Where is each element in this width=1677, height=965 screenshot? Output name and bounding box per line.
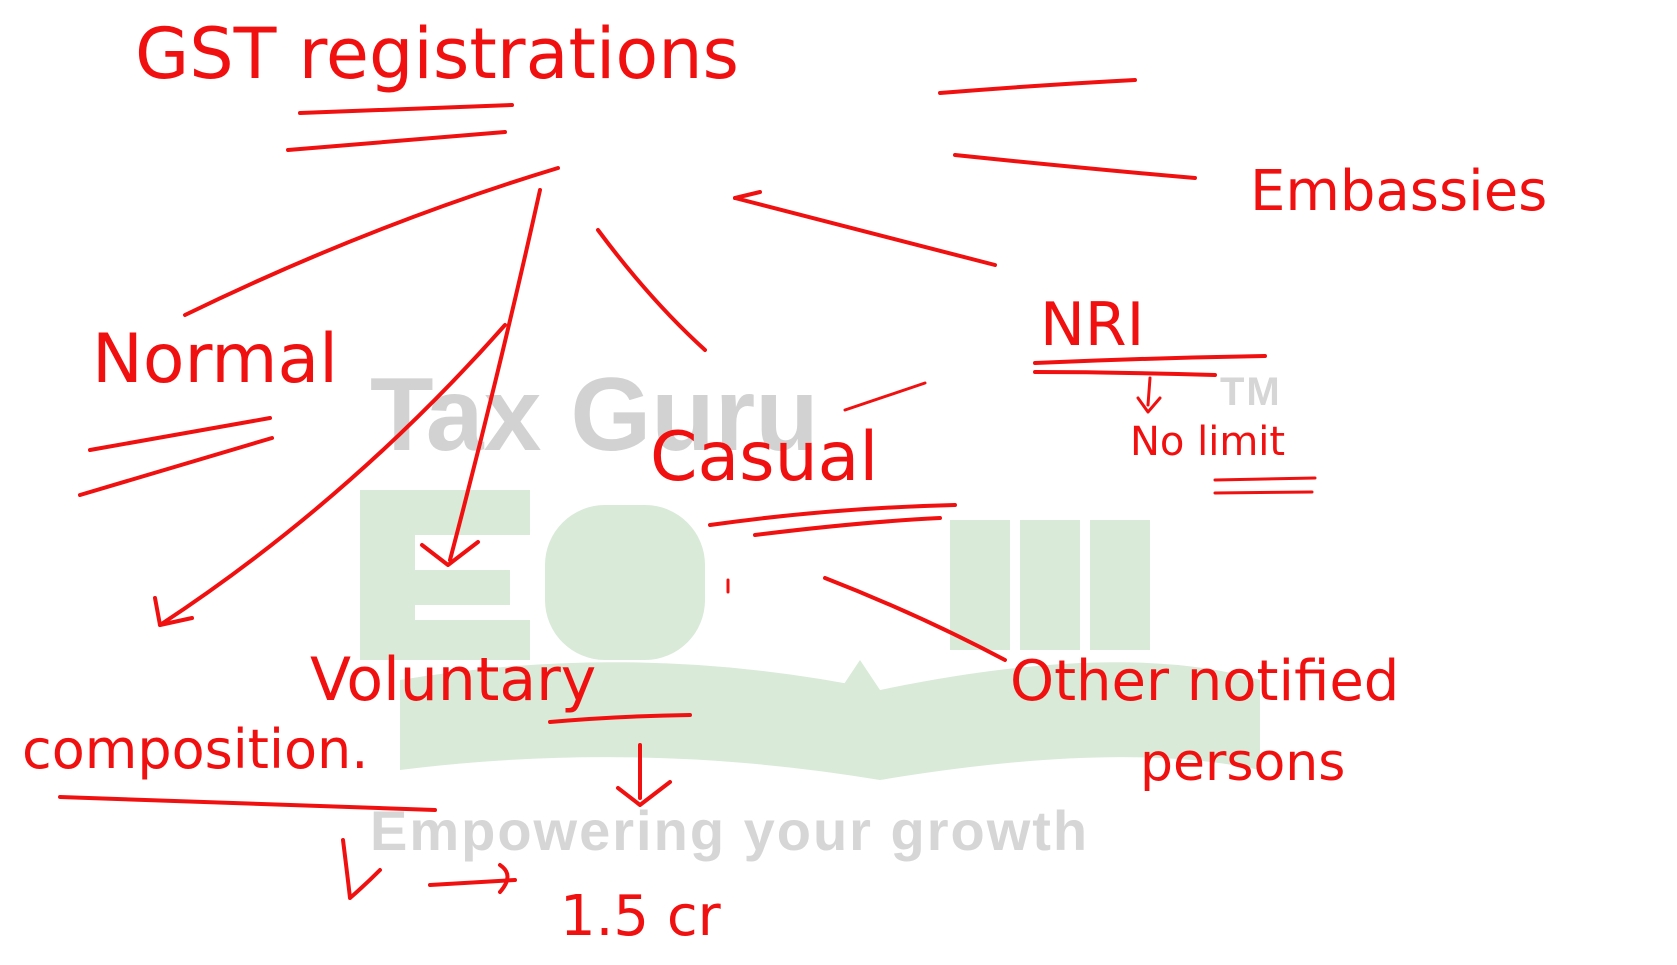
watermark-trademark: TM xyxy=(1220,370,1282,414)
casual-to-other-line xyxy=(823,576,1007,662)
composition-down-arrow xyxy=(341,838,382,900)
label-threshold: 1.5 cr xyxy=(560,884,722,949)
label-composition: composition. xyxy=(22,718,368,781)
label-casual: Casual xyxy=(650,418,878,497)
watermark-brand: Tax Guru xyxy=(370,357,819,473)
taxguru-watermark: Tax Guru TM Empowering your growth xyxy=(360,357,1282,862)
composition-arrowhead xyxy=(153,596,194,627)
handwritten-labels: GST registrations Normal Casual NRI No l… xyxy=(22,13,1547,949)
branch-to-voluntary xyxy=(448,188,542,562)
branch-to-normal xyxy=(183,166,560,317)
branch-lines xyxy=(153,166,1162,900)
nri-underline-1 xyxy=(1033,354,1267,365)
watermark-logo-icon xyxy=(360,490,1260,780)
label-no-limit: No limit xyxy=(1130,419,1285,465)
underlines xyxy=(58,78,1317,812)
no-limit-underline-2 xyxy=(1213,490,1314,495)
nri-underline-2 xyxy=(1033,370,1217,377)
composition-underline xyxy=(58,795,437,812)
nri-down-arrow xyxy=(1146,376,1152,407)
title-gst-registrations: GST registrations xyxy=(135,13,739,95)
nri-down-arrowhead xyxy=(1136,396,1162,414)
nri-branch-tick xyxy=(733,190,762,200)
casual-underline-2 xyxy=(753,516,942,537)
label-embassies: Embassies xyxy=(1250,159,1547,224)
normal-to-composition-arrow xyxy=(158,323,507,627)
label-normal: Normal xyxy=(92,320,338,399)
normal-underline-1 xyxy=(88,416,272,452)
voluntary-arrowhead xyxy=(420,540,480,567)
branch-to-casual xyxy=(596,228,707,352)
title-underline-1 xyxy=(298,103,514,115)
label-persons: persons xyxy=(1140,733,1345,793)
watermark-text: Tax Guru TM Empowering your growth xyxy=(370,357,1282,862)
no-limit-underline-1 xyxy=(1213,476,1317,482)
branch-to-nri xyxy=(733,196,997,267)
threshold-arrowhead xyxy=(498,863,510,894)
rations-underline xyxy=(938,78,1137,95)
threshold-arrow xyxy=(428,878,517,887)
casual-accent xyxy=(843,381,927,412)
title-underline-2 xyxy=(286,130,507,152)
label-nri: NRI xyxy=(1040,290,1144,360)
voluntary-underline xyxy=(548,713,692,724)
label-voluntary: Voluntary xyxy=(310,645,596,715)
casual-underline-1 xyxy=(708,503,957,527)
watermark-tagline: Empowering your growth xyxy=(370,799,1089,862)
voluntary-down-arrowhead xyxy=(616,780,672,807)
embassies-dash xyxy=(953,153,1197,180)
normal-underline-2 xyxy=(78,436,274,497)
label-other-notified: Other notified xyxy=(1010,649,1399,714)
